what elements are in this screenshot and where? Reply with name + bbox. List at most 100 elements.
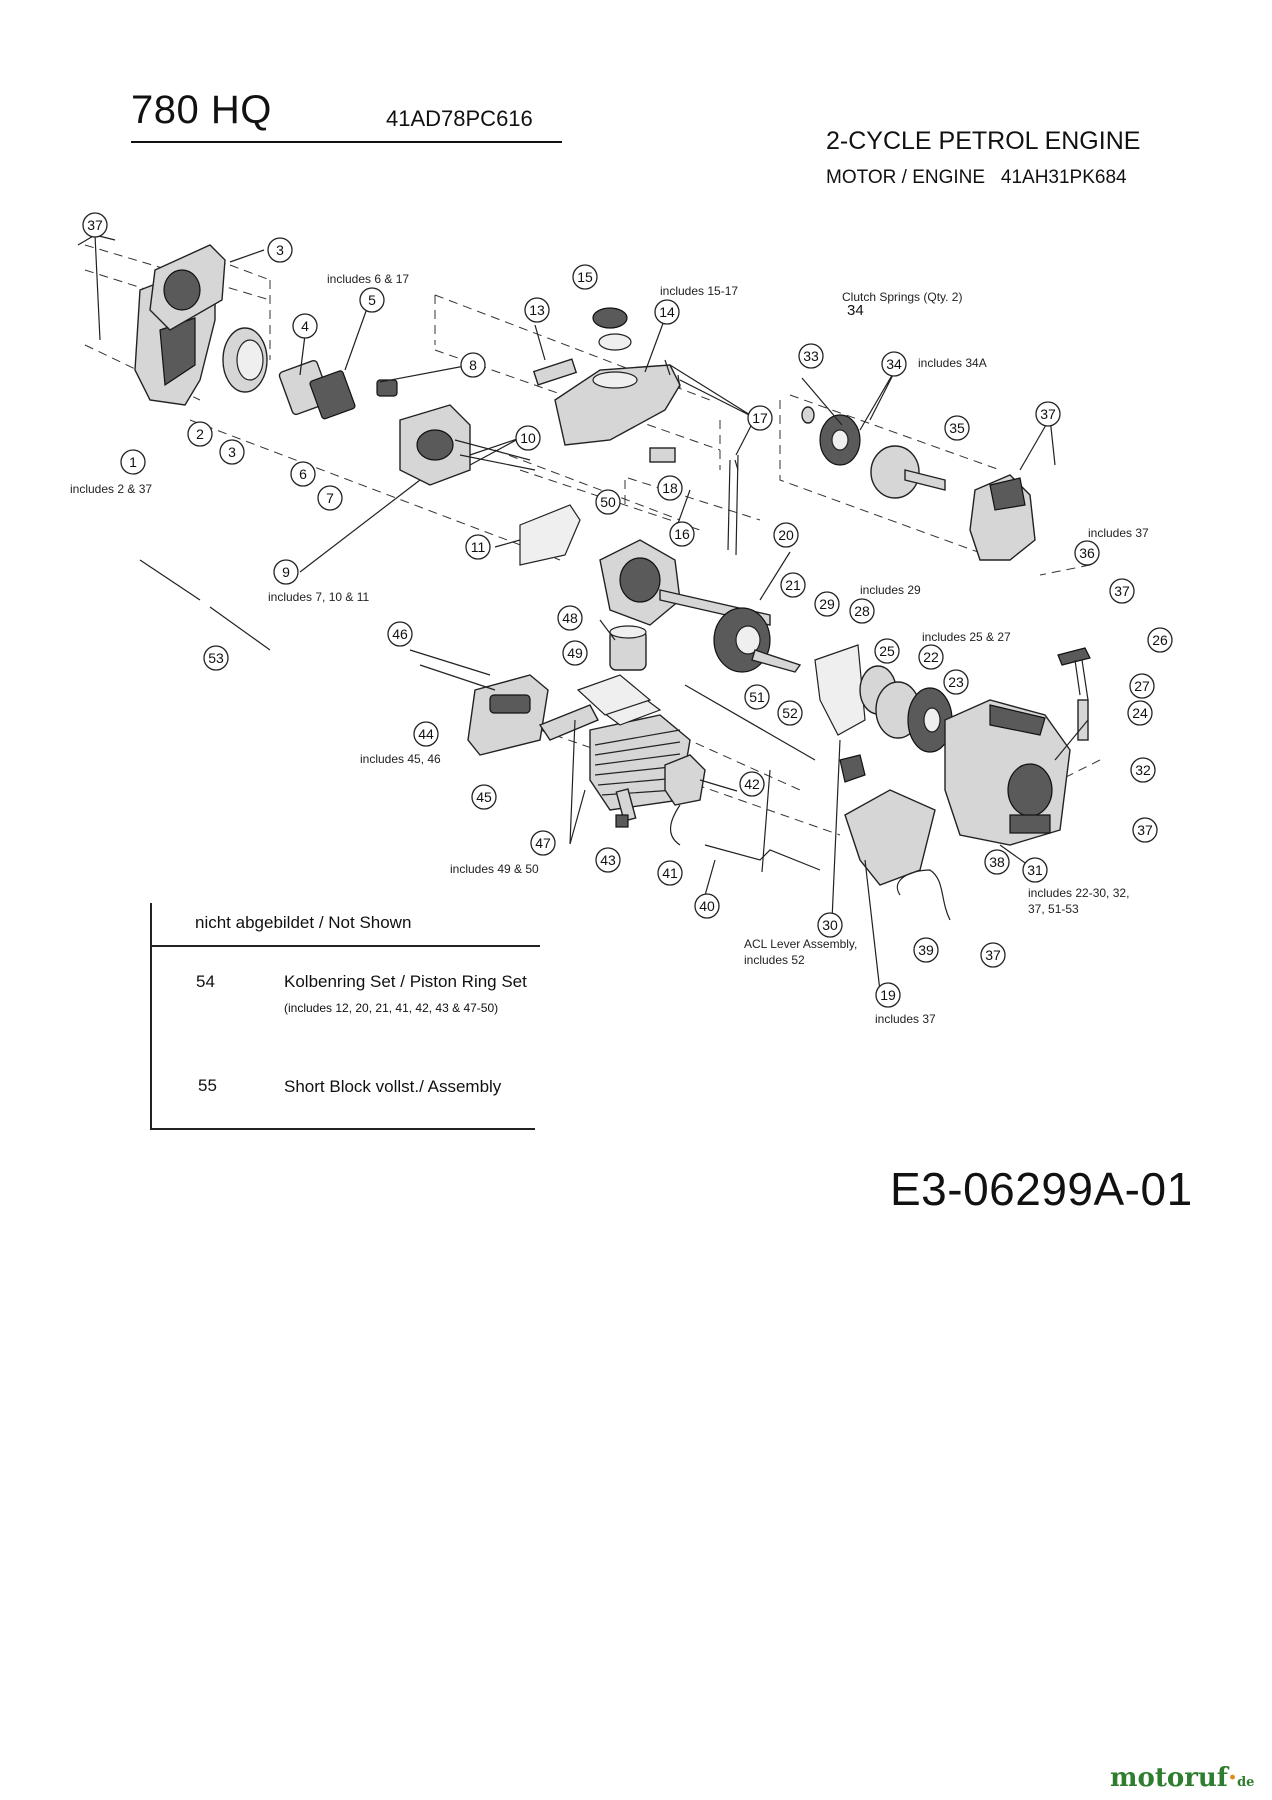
svg-text:52: 52 bbox=[782, 705, 798, 721]
not-shown-item-sub: (includes 12, 20, 21, 41, 42, 43 & 47-50… bbox=[284, 1001, 499, 1015]
throttle-cable bbox=[139, 559, 271, 651]
cover-shroud bbox=[134, 244, 226, 406]
svg-text:45: 45 bbox=[476, 789, 492, 805]
note-part-30-line2: includes 52 bbox=[744, 953, 805, 967]
heat-shield bbox=[538, 704, 599, 741]
model-title: 780 HQ bbox=[131, 88, 272, 132]
svg-text:39: 39 bbox=[918, 942, 934, 958]
ignition-module bbox=[664, 754, 706, 846]
svg-text:1: 1 bbox=[129, 454, 137, 470]
callout-52: 52 bbox=[777, 700, 803, 726]
note-part-19: includes 37 bbox=[875, 1012, 936, 1026]
svg-text:46: 46 bbox=[392, 626, 408, 642]
callout-47: 47 bbox=[530, 830, 556, 856]
callout-41: 41 bbox=[657, 860, 683, 886]
callout-37d: 37 bbox=[1035, 401, 1061, 427]
callout-37c: 37 bbox=[1132, 817, 1158, 843]
piston bbox=[609, 625, 647, 671]
callout-38: 38 bbox=[984, 849, 1010, 875]
svg-text:47: 47 bbox=[535, 835, 551, 851]
muffler bbox=[467, 674, 549, 756]
svg-text:48: 48 bbox=[562, 610, 578, 626]
callout-19: 19 bbox=[875, 982, 901, 1008]
note-part-47: includes 49 & 50 bbox=[450, 862, 539, 876]
svg-text:41: 41 bbox=[662, 865, 678, 881]
tank-screws bbox=[664, 359, 739, 471]
note-part-22: includes 25 & 27 bbox=[922, 630, 1011, 644]
callout-22: 22 bbox=[918, 644, 944, 670]
svg-text:22: 22 bbox=[923, 649, 939, 665]
flywheel bbox=[713, 607, 802, 673]
ground-wire bbox=[684, 684, 816, 761]
callout-53: 53 bbox=[203, 645, 229, 671]
svg-text:2: 2 bbox=[196, 426, 204, 442]
svg-text:17: 17 bbox=[752, 410, 768, 426]
callout-11: 11 bbox=[465, 534, 491, 560]
callout-26: 26 bbox=[1147, 627, 1173, 653]
muffler-bolts bbox=[409, 649, 496, 691]
callout-34a-label: 34 bbox=[847, 302, 864, 319]
bracket bbox=[532, 358, 578, 386]
callout-3b: 3 bbox=[219, 439, 245, 465]
callout-27: 27 bbox=[1129, 673, 1155, 699]
svg-text:36: 36 bbox=[1079, 545, 1095, 561]
callout-16: 16 bbox=[669, 521, 695, 547]
callout-49: 49 bbox=[562, 640, 588, 666]
callout-23: 23 bbox=[943, 669, 969, 695]
carburetor bbox=[278, 359, 356, 420]
callout-50: 50 bbox=[595, 489, 621, 515]
svg-text:13: 13 bbox=[529, 302, 545, 318]
note-part-44: includes 45, 46 bbox=[360, 752, 441, 766]
svg-text:37: 37 bbox=[1040, 406, 1056, 422]
svg-text:24: 24 bbox=[1132, 705, 1148, 721]
svg-text:11: 11 bbox=[471, 539, 486, 555]
svg-text:23: 23 bbox=[948, 674, 964, 690]
callout-37e: 37 bbox=[1109, 578, 1135, 604]
svg-text:10: 10 bbox=[520, 430, 536, 446]
callout-42: 42 bbox=[739, 771, 765, 797]
svg-text:18: 18 bbox=[662, 480, 678, 496]
table-header-rule bbox=[150, 945, 540, 947]
svg-text:29: 29 bbox=[819, 596, 835, 612]
callout-46: 46 bbox=[387, 621, 413, 647]
note-part-28: includes 29 bbox=[860, 583, 921, 597]
note-part-31-line1: includes 22-30, 32, bbox=[1028, 886, 1130, 900]
svg-text:43: 43 bbox=[600, 852, 616, 868]
svg-text:19: 19 bbox=[880, 987, 896, 1003]
svg-text:28: 28 bbox=[854, 603, 870, 619]
svg-text:6: 6 bbox=[299, 466, 307, 482]
svg-text:14: 14 bbox=[659, 304, 675, 320]
svg-text:8: 8 bbox=[469, 357, 477, 373]
callout-9: 9 bbox=[273, 559, 299, 585]
svg-text:53: 53 bbox=[208, 650, 224, 666]
intake-studs bbox=[454, 439, 536, 471]
callout-14: 14 bbox=[654, 299, 680, 325]
watermark-tld: de bbox=[1237, 1775, 1255, 1790]
motoruf-watermark: motoruf·de bbox=[1110, 1763, 1254, 1793]
intake-housing bbox=[376, 379, 471, 486]
callout-8: 8 bbox=[460, 352, 486, 378]
callout-39: 39 bbox=[913, 937, 939, 963]
svg-text:42: 42 bbox=[744, 776, 760, 792]
shroud-guard bbox=[844, 789, 936, 886]
callout-37b: 37 bbox=[980, 942, 1006, 968]
callout-25: 25 bbox=[874, 638, 900, 664]
svg-text:5: 5 bbox=[368, 292, 376, 308]
fuel-line bbox=[727, 454, 739, 556]
spark-plug bbox=[615, 788, 637, 828]
not-shown-heading: nicht abgebildet / Not Shown bbox=[195, 913, 412, 932]
air-filter bbox=[222, 327, 268, 393]
svg-text:15: 15 bbox=[577, 269, 593, 285]
svg-text:16: 16 bbox=[674, 526, 690, 542]
svg-text:26: 26 bbox=[1152, 632, 1168, 648]
svg-text:21: 21 bbox=[785, 577, 801, 593]
svg-text:3: 3 bbox=[276, 242, 284, 258]
note-part-9: includes 7, 10 & 11 bbox=[268, 590, 370, 604]
svg-text:30: 30 bbox=[822, 917, 838, 933]
callout-5: 5 bbox=[359, 287, 385, 313]
svg-text:49: 49 bbox=[567, 645, 583, 661]
not-shown-item-desc: Short Block vollst./ Assembly bbox=[284, 1077, 502, 1096]
clutch bbox=[819, 414, 861, 466]
callout-37a: 37 bbox=[82, 212, 108, 238]
